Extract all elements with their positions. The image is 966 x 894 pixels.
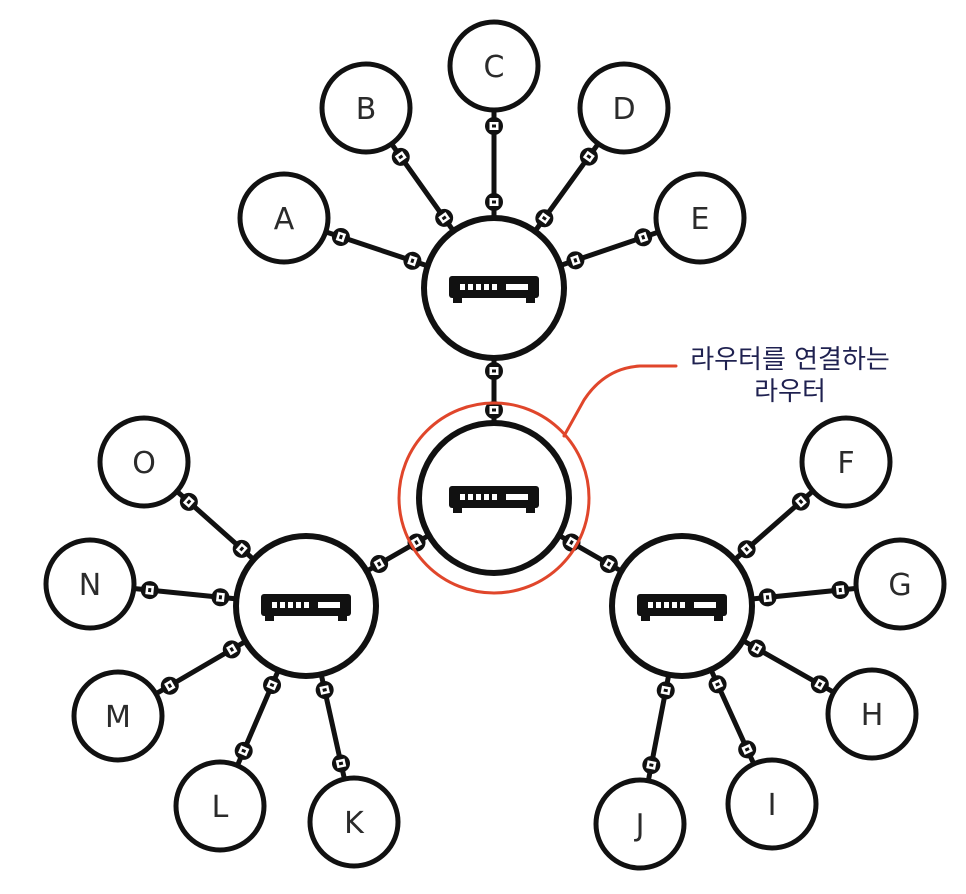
connector-icon — [737, 540, 756, 559]
host-node-c: C — [447, 19, 541, 113]
connector-icon — [810, 675, 829, 694]
connector-icon — [485, 193, 503, 211]
connector-icon — [566, 251, 585, 270]
host-label-m: M — [105, 700, 131, 735]
host-node-a: A — [237, 171, 331, 265]
connector-icon — [535, 209, 554, 228]
host-node-e: E — [653, 171, 747, 265]
connector-icon — [708, 675, 727, 694]
host-node-j: J — [593, 777, 687, 871]
router-top — [421, 215, 567, 361]
host-label-l: L — [212, 790, 229, 825]
host-node-i: I — [725, 757, 819, 851]
host-label-c: C — [484, 50, 505, 85]
annotation-line-2: 라우터 — [754, 377, 826, 407]
connector-icon — [758, 588, 777, 607]
host-node-g: G — [853, 537, 947, 631]
connector-icon — [642, 756, 661, 775]
connector-icon — [485, 401, 503, 419]
callout-leader-line — [562, 364, 678, 438]
connector-icon — [791, 492, 810, 511]
annotation-text: 라우터를 연결하는 라우터 — [640, 344, 940, 408]
router-icon — [449, 486, 539, 513]
highlight-ring — [397, 401, 591, 595]
connector-icon — [435, 208, 454, 227]
host-node-h: H — [825, 667, 919, 761]
nodes-layer: A B C D E F G H I J K L M N O — [43, 19, 947, 871]
host-node-b: B — [319, 61, 413, 155]
router-icon — [637, 594, 727, 621]
host-label-j: J — [634, 808, 645, 843]
connector-icon — [263, 676, 282, 695]
host-node-n: N — [43, 537, 137, 631]
connector-icon — [747, 639, 766, 658]
host-node-f: F — [799, 415, 893, 509]
host-label-o: O — [132, 446, 156, 481]
connectors-layer — [140, 117, 850, 775]
host-label-d: D — [612, 92, 635, 127]
host-label-n: N — [79, 568, 101, 603]
connector-icon — [403, 251, 422, 270]
router-right — [609, 533, 755, 679]
router-center — [416, 420, 572, 576]
host-label-a: A — [274, 202, 295, 237]
host-node-l: L — [173, 759, 267, 853]
connector-icon — [211, 588, 230, 607]
connector-icon — [232, 539, 251, 558]
connector-icon — [831, 581, 850, 600]
connector-icon — [656, 681, 675, 700]
connector-icon — [485, 117, 503, 135]
connector-icon — [222, 640, 241, 659]
connector-icon — [160, 676, 179, 695]
connector-icon — [331, 227, 350, 246]
connector-icon — [140, 581, 159, 600]
annotation-line-1: 라우터를 연결하는 — [690, 345, 890, 375]
router-icon — [261, 594, 351, 621]
host-label-f: F — [837, 446, 854, 481]
connector-icon — [234, 741, 253, 760]
host-node-o: O — [97, 415, 191, 509]
connector-icon — [738, 740, 757, 759]
host-label-h: H — [861, 698, 884, 733]
host-node-k: K — [307, 775, 401, 869]
connector-icon — [179, 492, 198, 511]
router-left — [233, 533, 379, 679]
host-node-m: M — [71, 669, 165, 763]
connector-icon — [331, 754, 350, 773]
callout-layer — [397, 364, 678, 595]
connector-icon — [579, 147, 598, 166]
connector-icon — [391, 147, 410, 166]
connector-icon — [599, 554, 618, 573]
connector-icon — [634, 228, 653, 247]
connector-icon — [315, 680, 334, 699]
host-label-b: B — [356, 92, 377, 127]
host-label-g: G — [888, 568, 911, 603]
router-icon — [449, 276, 539, 303]
host-node-d: D — [577, 61, 671, 155]
host-label-e: E — [691, 202, 710, 237]
host-label-k: K — [344, 806, 365, 841]
host-label-i: I — [768, 788, 777, 823]
connector-icon — [370, 554, 389, 573]
connector-icon — [485, 362, 503, 380]
